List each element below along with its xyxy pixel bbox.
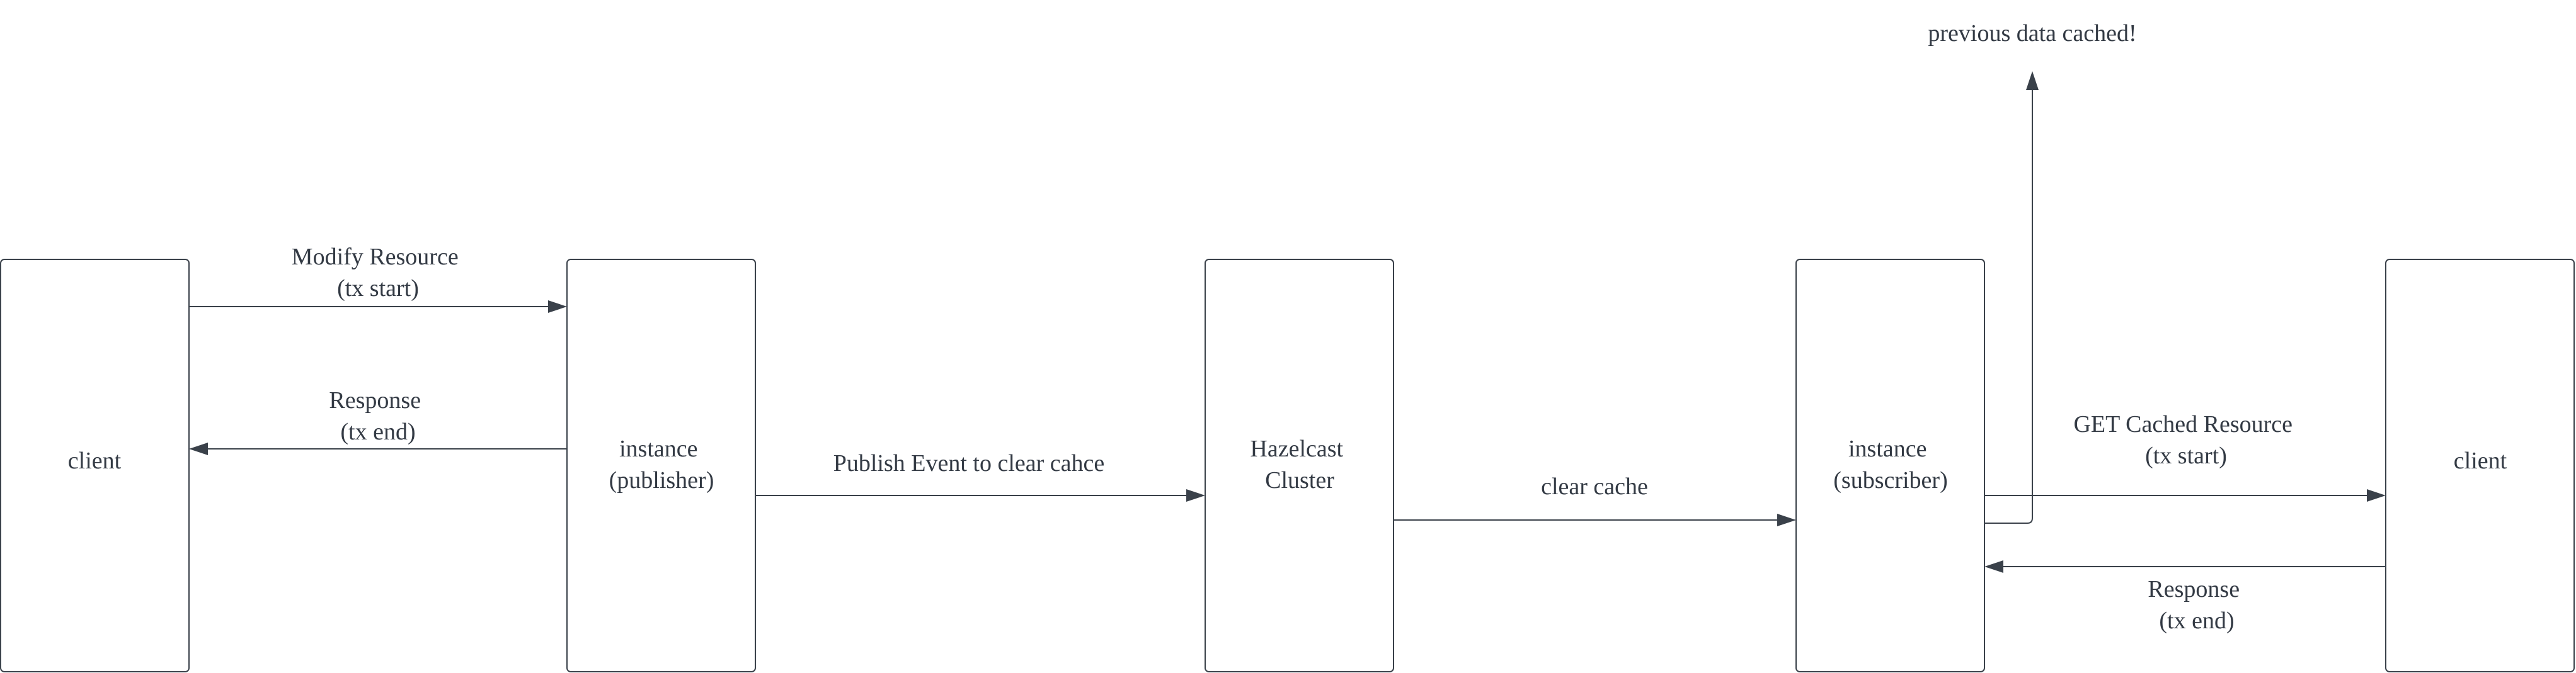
edge-publish-event: Publish Event to clear cahce: [755, 450, 1205, 502]
node-publisher-box: [566, 259, 756, 672]
edge-clear-cache: clear cache: [1394, 473, 1796, 526]
edge-previous-data-cached-line: [1984, 87, 2033, 524]
node-client-left: client: [0, 259, 190, 672]
edge-modify-resource-label: Modify Resource (tx start): [292, 244, 464, 302]
edge-clear-cache-label: clear cache: [1541, 473, 1648, 500]
node-subscriber-label: instance (subscriber): [1833, 436, 1947, 494]
arrowhead-right-icon: [2367, 489, 2386, 502]
node-client-right-box: [2385, 259, 2575, 672]
edge-modify-resource: Modify Resource (tx start): [189, 244, 567, 313]
node-hazelcast-box: [1205, 259, 1394, 672]
node-client-left-label: client: [68, 448, 122, 474]
node-hazelcast-cluster: Hazelcast Cluster: [1205, 259, 1394, 672]
node-subscriber-box: [1795, 259, 1985, 672]
node-client-right-label: client: [2454, 448, 2507, 474]
edge-get-cached-resource: GET Cached Resource (tx start): [1984, 411, 2386, 502]
node-publisher-label: instance (publisher): [609, 436, 714, 494]
node-hazelcast-label: Hazelcast Cluster: [1250, 436, 1349, 494]
arrowhead-up-icon: [2026, 71, 2039, 90]
arrowhead-right-icon: [548, 300, 567, 313]
edge-get-cached-resource-label: GET Cached Resource (tx start): [2073, 411, 2298, 469]
arrowhead-right-icon: [1777, 514, 1796, 526]
edge-response-right: Response (tx end): [1984, 560, 2386, 634]
edge-publish-event-label: Publish Event to clear cahce: [833, 450, 1105, 477]
edge-response-left: Response (tx end): [189, 387, 567, 455]
arrowhead-left-icon: [189, 443, 208, 455]
edge-response-left-label: Response (tx end): [329, 387, 426, 445]
node-client-right: client: [2385, 259, 2575, 672]
node-client-left-box: [0, 259, 190, 672]
edge-previous-data-cached-label: previous data cached!: [1928, 20, 2136, 47]
edge-response-right-label: Response (tx end): [2148, 576, 2245, 634]
node-subscriber: instance (subscriber): [1795, 259, 1985, 672]
arrowhead-right-icon: [1186, 489, 1205, 502]
arrowhead-left-icon: [1984, 560, 2003, 573]
node-publisher: instance (publisher): [566, 259, 756, 672]
edge-previous-data-cached: previous data cached!: [1928, 20, 2137, 524]
